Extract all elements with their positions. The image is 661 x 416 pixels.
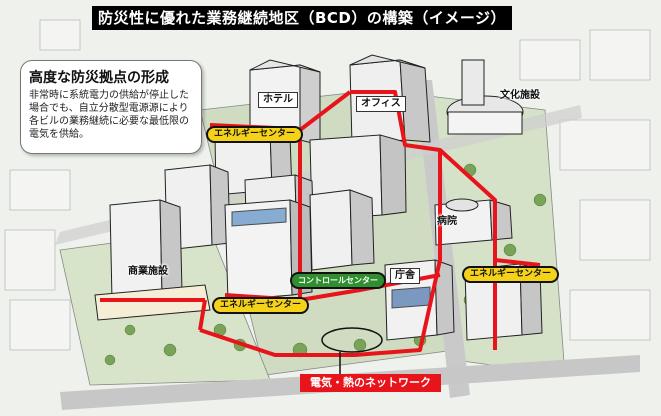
commercial-building xyxy=(94,199,211,321)
culture-building xyxy=(446,59,524,135)
network-label: 電気・熱のネットワーク xyxy=(300,374,441,392)
callout-heading: 高度な防災拠点の形成 xyxy=(29,70,169,86)
label-hospital: 病院 xyxy=(437,216,457,227)
energy-center-north: エネルギーセンター xyxy=(206,126,304,143)
label-office: オフィス xyxy=(356,96,406,112)
label-hotel: ホテル xyxy=(258,92,298,108)
page-title: 防災性に優れた業務継続地区（BCD）の構築（イメージ） xyxy=(92,6,512,30)
energy-center-south: エネルギーセンター xyxy=(212,297,310,314)
disaster-prevention-callout: 高度な防災拠点の形成 非常時に系統電力の供給が停止した場合でも、自立分散型電源源… xyxy=(20,60,202,154)
label-culture: 文化施設 xyxy=(500,90,540,101)
control-center-label: コントロールセンター xyxy=(290,272,386,289)
callout-body: 非常時に系統電力の供給が停止した場合でも、自立分散型電源源により各ビルの業務継続… xyxy=(29,90,189,140)
label-commercial: 商業施設 xyxy=(128,266,168,277)
label-city-hall: 庁舎 xyxy=(390,268,420,284)
energy-center-east: エネルギーセンター xyxy=(462,266,560,283)
network-highlight-ring xyxy=(321,327,383,353)
surrounding-city xyxy=(4,19,651,351)
